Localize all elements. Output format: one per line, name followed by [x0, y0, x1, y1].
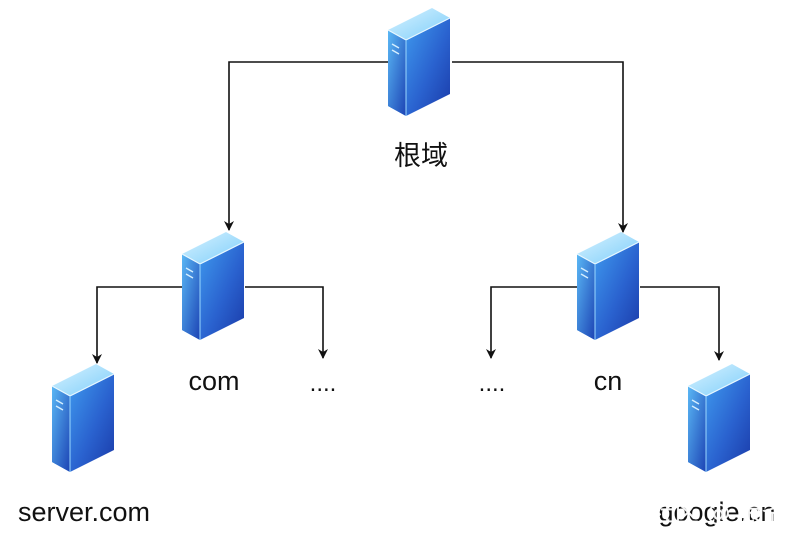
node-label-root: 根域: [394, 141, 448, 171]
connector-cn-to-more: [486, 286, 577, 359]
connectors: [92, 61, 724, 364]
connector-com-to-more: [245, 286, 328, 359]
server-icon: [387, 7, 451, 117]
server-icon: [576, 231, 640, 341]
node-label-cn: cn: [594, 366, 623, 396]
server-icon: [181, 231, 245, 341]
node-label-google-cn: google.cn: [658, 497, 775, 527]
node-server-com: server.com: [18, 363, 150, 527]
connector-root-to-com: [224, 61, 388, 231]
node-com: com: [181, 231, 245, 396]
node-label-server-com: server.com: [18, 497, 150, 527]
server-icon: [51, 363, 115, 473]
node-label-com: com: [188, 366, 239, 396]
connector-cn-to-google-cn: [640, 286, 724, 361]
placeholder-com-more: ....: [310, 370, 337, 397]
node-google-cn: google.cn: [658, 363, 776, 527]
node-cn: cn: [576, 231, 640, 396]
connector-com-to-server-com: [92, 286, 182, 364]
watermark: 掘金技术社区 @ 狼爷: [555, 499, 786, 527]
placeholder-cn-more: ....: [479, 370, 506, 397]
node-root: 根域: [387, 7, 451, 171]
connector-root-to-cn: [452, 61, 628, 233]
server-icon: [687, 363, 751, 473]
